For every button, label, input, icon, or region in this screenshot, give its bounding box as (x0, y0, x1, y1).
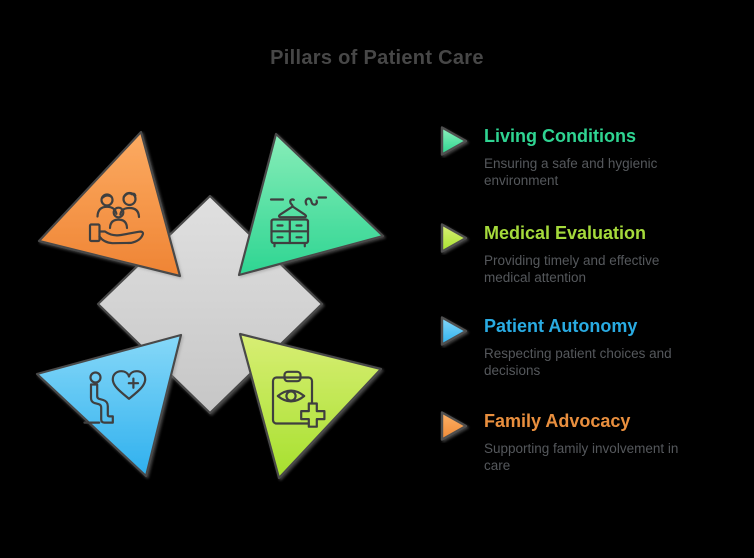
legend-item-patient-autonomy: Patient Autonomy Respecting patient choi… (439, 313, 696, 379)
legend-description: Providing timely and effective medical a… (484, 253, 660, 285)
legend-title: Medical Evaluation (484, 223, 647, 243)
triangle-bullet-icon (440, 223, 468, 253)
quadrant-patient-autonomy-triangle (35, 333, 183, 478)
legend-description: Supporting family involvement in care (484, 441, 679, 473)
quadrant-living-conditions-triangle (237, 132, 385, 277)
legend-title: Living Conditions (484, 126, 636, 146)
legend-title: Family Advocacy (484, 411, 631, 431)
triangle-bullet-icon (440, 316, 468, 346)
triangle-bullet-icon (440, 126, 468, 156)
wardrobe-hangers-icon (269, 196, 328, 248)
legend-description: Respecting patient choices and decisions (484, 346, 672, 378)
clipboard-eye-plus-icon (271, 370, 326, 428)
patient-seated-heart-icon (83, 370, 147, 424)
legend-item-medical-evaluation: Medical Evaluation Providing timely and … (439, 220, 696, 286)
legend-item-living-conditions: Living Conditions Ensuring a safe and hy… (439, 123, 696, 189)
page-title: Pillars of Patient Care (270, 47, 484, 69)
legend-title: Patient Autonomy (484, 316, 638, 336)
family-in-hand-icon (88, 191, 145, 245)
triangle-bullet-icon (440, 411, 468, 441)
legend-item-family-advocacy: Family Advocacy Supporting family involv… (439, 408, 696, 474)
legend-description: Ensuring a safe and hygienic environment (484, 156, 658, 188)
